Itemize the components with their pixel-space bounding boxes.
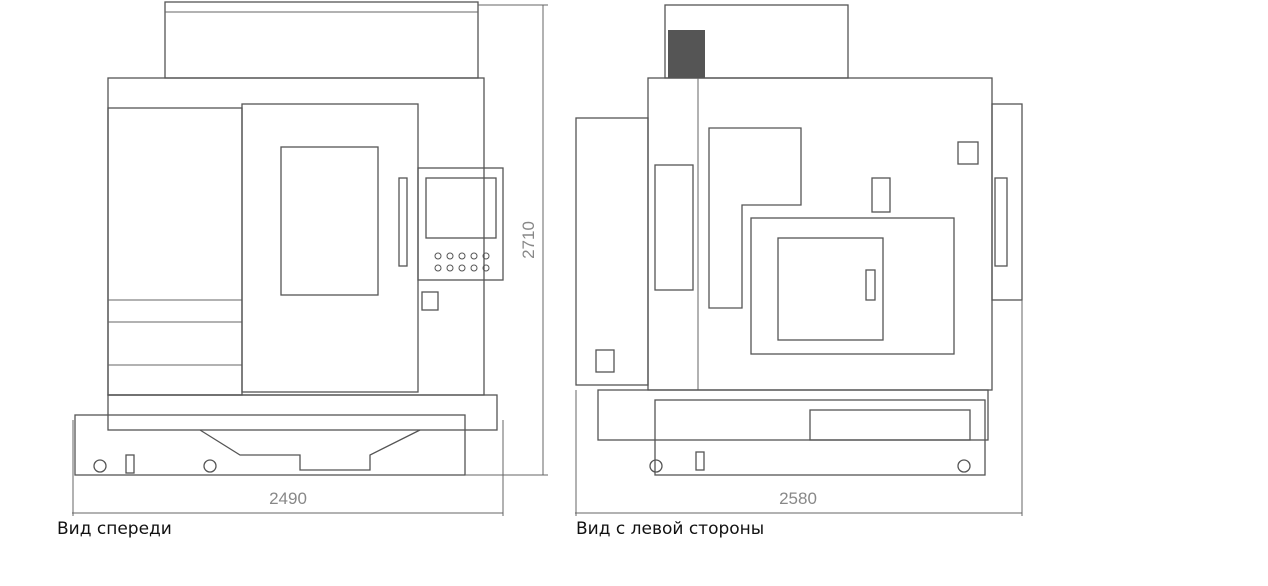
front-height-dimension: 2710: [519, 221, 538, 259]
front-width-dimension: 2490: [269, 489, 307, 508]
side-view-drawing: [575, 4, 1023, 476]
front-view-caption: Вид спереди: [57, 519, 172, 539]
side-width-dimension: 2580: [779, 489, 817, 508]
front-dimensions: [72, 4, 548, 516]
side-dimensions: [575, 300, 1023, 516]
front-view-drawing: [74, 1, 504, 476]
side-view-caption: Вид с левой стороны: [576, 519, 765, 539]
